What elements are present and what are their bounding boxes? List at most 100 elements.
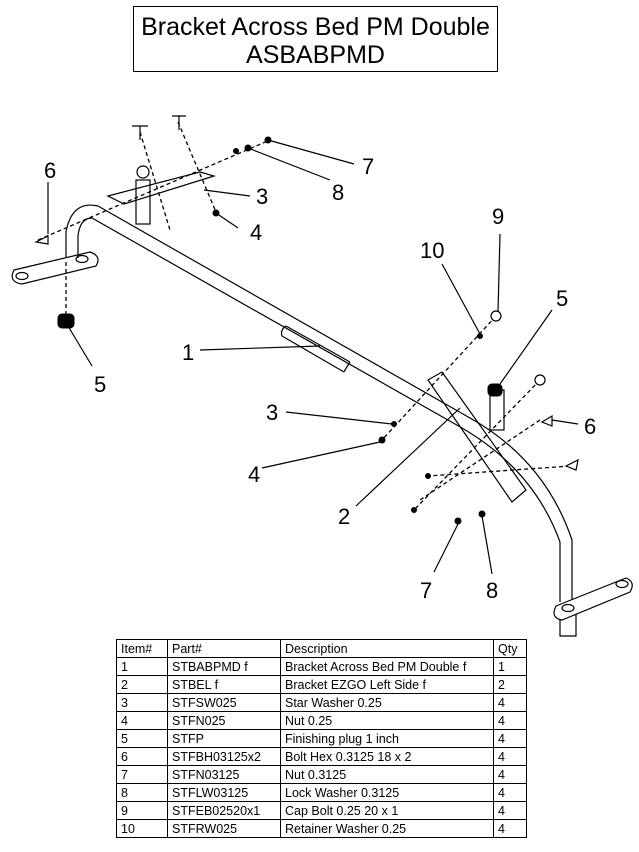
- cell-part: STFSW025: [167, 693, 281, 712]
- left-foot-hole-1: [15, 271, 29, 281]
- right-plug-top: [487, 383, 503, 397]
- callout-7-top: 7: [362, 154, 374, 179]
- cell-item: 10: [116, 819, 168, 838]
- cap-bolt-9b: [534, 374, 546, 386]
- callout-4-top: 4: [250, 220, 262, 245]
- table-header-row: Item# Part# Description Qty: [116, 639, 527, 658]
- callout-7-bottom: 7: [420, 578, 432, 603]
- right-nut-4: [378, 436, 386, 444]
- cell-part: STFP: [167, 729, 281, 748]
- right-foot-hole-1: [615, 579, 629, 589]
- callout-5-left: 5: [94, 372, 106, 397]
- callout-4-mid: 4: [248, 462, 260, 487]
- cell-description: Bolt Hex 0.3125 18 x 2: [280, 747, 494, 766]
- main-tube-lower: [91, 217, 561, 602]
- cell-qty: 2: [493, 675, 527, 694]
- cell-item: 8: [116, 783, 168, 802]
- right-bracket-plate: [427, 371, 527, 503]
- cell-item: 5: [116, 729, 168, 748]
- cell-description: Star Washer 0.25: [280, 693, 494, 712]
- header-item: Item#: [116, 639, 168, 658]
- cell-qty: 4: [493, 729, 527, 748]
- main-tube: [97, 205, 573, 600]
- cell-description: Retainer Washer 0.25: [280, 819, 494, 838]
- title-box: Bracket Across Bed PM Double ASBABPMD: [133, 6, 498, 72]
- cell-qty: 4: [493, 801, 527, 820]
- left-upright: [135, 179, 151, 225]
- cap-bolt-9: [490, 310, 502, 322]
- callout-3-top: 3: [256, 184, 268, 209]
- right-foot-plate: [553, 577, 633, 621]
- callout-3-mid: 3: [266, 400, 278, 425]
- tube-sleeve: [280, 325, 351, 373]
- cell-description: Cap Bolt 0.25 20 x 1: [280, 801, 494, 820]
- t-bolt-right: [172, 115, 186, 130]
- bolt-6-right-b: [564, 458, 579, 471]
- cell-item: 3: [116, 693, 168, 712]
- cell-qty: 4: [493, 819, 527, 838]
- left-tube-bend: [65, 204, 99, 258]
- cell-qty: 4: [493, 693, 527, 712]
- bolt-6-left: [34, 235, 49, 245]
- cell-part: STFEB02520x1: [167, 801, 281, 820]
- title-line-1: Bracket Across Bed PM Double: [141, 13, 490, 41]
- cell-part: STFRW025: [167, 819, 281, 838]
- cell-part: STFBH03125x2: [167, 747, 281, 766]
- cell-part: STBABPMD f: [167, 657, 281, 676]
- cell-description: Bracket EZGO Left Side f: [280, 675, 494, 694]
- callout-6-left: 6: [44, 158, 56, 183]
- cell-item: 7: [116, 765, 168, 784]
- bolt-6-right: [540, 414, 553, 427]
- cell-qty: 4: [493, 747, 527, 766]
- right-foot-hole-2: [561, 603, 575, 613]
- callout-8-bottom: 8: [486, 578, 498, 603]
- cell-description: Nut 0.3125: [280, 765, 494, 784]
- left-plug: [57, 313, 75, 329]
- cell-part: STFN025: [167, 711, 281, 730]
- cell-description: Finishing plug 1 inch: [280, 729, 494, 748]
- cell-part: STFN03125: [167, 765, 281, 784]
- cell-qty: 4: [493, 783, 527, 802]
- left-foot-plate: [11, 251, 99, 285]
- callout-5-right: 5: [556, 286, 568, 311]
- callout-8-top: 8: [332, 180, 344, 205]
- cell-description: Lock Washer 0.3125: [280, 783, 494, 802]
- header-description: Description: [280, 639, 494, 658]
- cell-description: Nut 0.25: [280, 711, 494, 730]
- cell-item: 6: [116, 747, 168, 766]
- left-foot-hole-2: [75, 254, 89, 264]
- callout-2: 2: [338, 504, 350, 529]
- callout-10: 10: [420, 238, 444, 263]
- t-bolt-left: [132, 125, 148, 140]
- exploded-diagram: 6 7 8 3 4 5 9 10 5 1 6 3 4 2 7 8: [0, 80, 639, 640]
- header-part: Part#: [167, 639, 281, 658]
- left-bracket: [106, 171, 217, 205]
- cell-description: Bracket Across Bed PM Double f: [280, 657, 494, 676]
- cell-item: 2: [116, 675, 168, 694]
- callout-6-right: 6: [584, 414, 596, 439]
- callout-1: 1: [182, 340, 194, 365]
- cell-qty: 4: [493, 765, 527, 784]
- callout-9: 9: [492, 204, 504, 229]
- cell-item: 1: [116, 657, 168, 676]
- cell-qty: 1: [493, 657, 527, 676]
- cell-qty: 4: [493, 711, 527, 730]
- title-line-2: ASBABPMD: [246, 41, 385, 69]
- cell-item: 9: [116, 801, 168, 820]
- cell-part: STBEL f: [167, 675, 281, 694]
- header-qty: Qty: [493, 639, 527, 658]
- cell-part: STFLW03125: [167, 783, 281, 802]
- cell-item: 4: [116, 711, 168, 730]
